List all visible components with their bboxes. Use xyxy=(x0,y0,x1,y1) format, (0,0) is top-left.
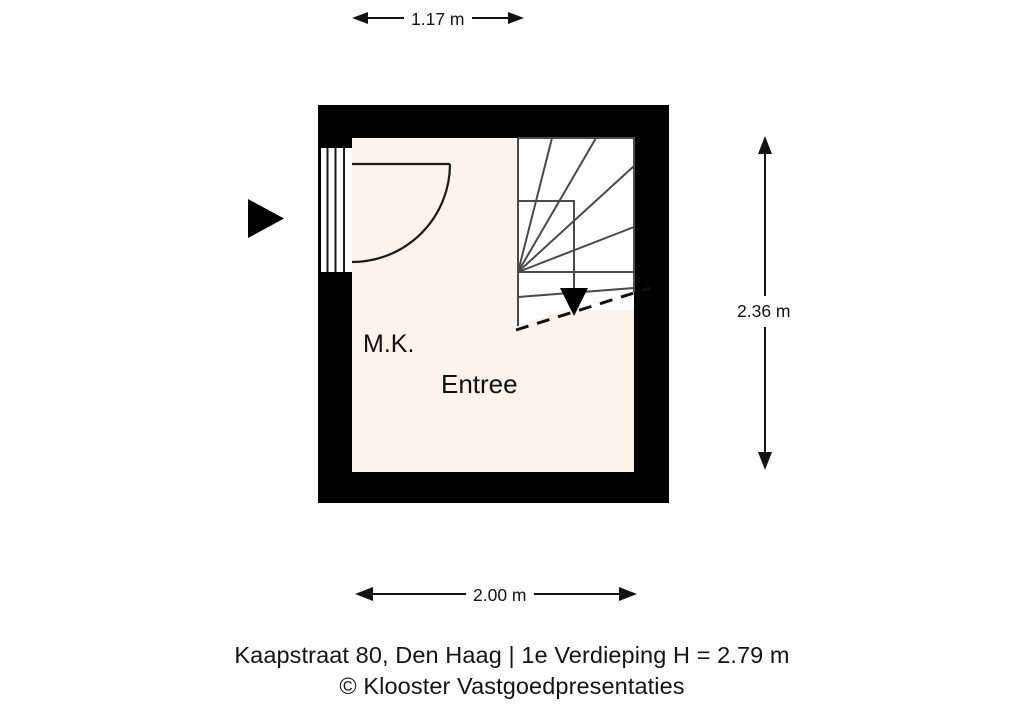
arrow-down-icon xyxy=(758,452,772,470)
staircase xyxy=(515,137,651,332)
caption: Kaapstraat 80, Den Haag | 1e Verdieping … xyxy=(0,640,1024,702)
room-label-mk: M.K. xyxy=(363,330,415,358)
arrow-right-icon xyxy=(619,587,637,601)
stair-direction-icon xyxy=(560,288,588,316)
door-swing xyxy=(351,162,452,264)
arrow-left-icon xyxy=(355,587,373,601)
arrow-left-icon xyxy=(352,12,368,24)
dimension-label-top: 1.17 m xyxy=(404,9,472,30)
left-wall-opening xyxy=(321,140,352,280)
dimension-label-right: 2.36 m xyxy=(733,296,795,327)
caption-address-line: Kaapstraat 80, Den Haag | 1e Verdieping … xyxy=(234,642,790,668)
room-label-entree: Entree xyxy=(441,369,518,399)
dimension-label-bottom: 2.00 m xyxy=(466,585,534,606)
caption-copyright-line: © Klooster Vastgoedpresentaties xyxy=(339,673,685,699)
stair-cut-line xyxy=(515,286,651,332)
arrow-up-icon xyxy=(758,136,772,154)
entrance-marker-icon xyxy=(248,199,284,238)
arrow-right-icon xyxy=(508,12,524,24)
